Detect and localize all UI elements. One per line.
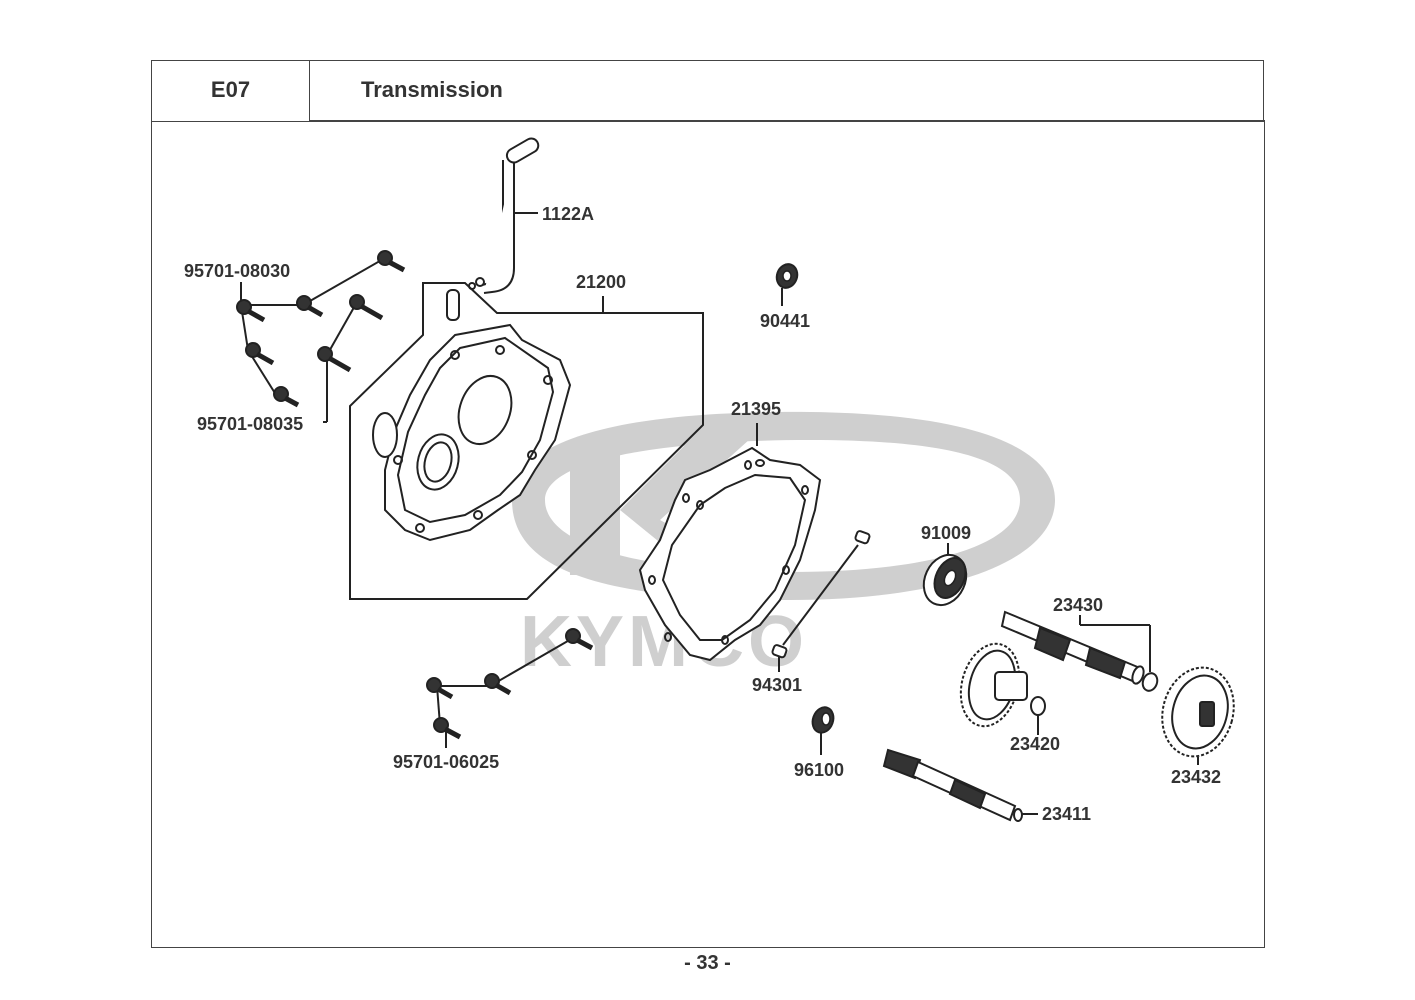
part-number-21395: 21395: [731, 399, 781, 419]
part-95701-06025[interactable]: 95701-06025: [393, 628, 594, 772]
section-code-cell: [151, 60, 310, 121]
part-number-21200: 21200: [576, 272, 626, 292]
part-number-23432: 23432: [1171, 767, 1221, 787]
part-23430[interactable]: 23430: [1000, 595, 1160, 693]
cover-dowel: [446, 289, 460, 321]
section-code: E07: [210, 77, 251, 102]
part-number-23420: 23420: [1010, 734, 1060, 754]
part-1122a[interactable]: 1122A: [468, 136, 594, 294]
bolt: [236, 299, 266, 323]
part-number-91009: 91009: [921, 523, 971, 543]
part-95701-08030[interactable]: 95701-08030: [184, 250, 406, 408]
watermark-k-stem: [570, 440, 620, 575]
bolt: [296, 295, 324, 318]
part-95701-08035[interactable]: 95701-08035: [197, 294, 384, 434]
part-23411[interactable]: 23411: [882, 748, 1091, 824]
bolt: [484, 673, 512, 696]
group-outline-21200: [349, 282, 704, 600]
bolt: [433, 717, 462, 740]
transmission-case-cover-drawing: [372, 323, 572, 542]
header-divider: [310, 120, 1265, 121]
part-21200[interactable]: 21200: [349, 272, 704, 600]
bolt: [565, 628, 594, 651]
part-number-90441: 90441: [760, 311, 810, 331]
part-21395[interactable]: 21395: [638, 399, 822, 662]
part-number-23430: 23430: [1053, 595, 1103, 615]
part-90441[interactable]: 90441: [760, 261, 810, 331]
part-number-94301: 94301: [752, 675, 802, 695]
bolt: [377, 250, 406, 273]
part-number-95701-08030: 95701-08030: [184, 261, 290, 281]
part-94301[interactable]: 94301: [752, 530, 871, 695]
bolt: [245, 342, 275, 366]
part-number-1122a: 1122A: [542, 204, 594, 224]
section-title: Transmission: [361, 77, 503, 102]
part-number-96100: 96100: [794, 760, 844, 780]
bolt: [317, 346, 352, 373]
part-number-95701-08035: 95701-08035: [197, 414, 303, 434]
header-frame: [151, 60, 1264, 121]
bolt: [349, 294, 384, 321]
part-number-23411: 23411: [1042, 804, 1091, 824]
part-23432[interactable]: 23432: [1153, 659, 1244, 787]
diagram-frame: [151, 121, 1265, 948]
part-number-95701-06025: 95701-06025: [393, 752, 499, 772]
part-23420[interactable]: 23420: [952, 637, 1060, 754]
bolt: [273, 386, 300, 408]
page-number: - 33 -: [684, 952, 731, 974]
part-96100[interactable]: 96100: [794, 704, 844, 780]
circlip: [1141, 672, 1159, 692]
part-91009[interactable]: 91009: [916, 523, 974, 612]
bolt: [426, 677, 454, 700]
